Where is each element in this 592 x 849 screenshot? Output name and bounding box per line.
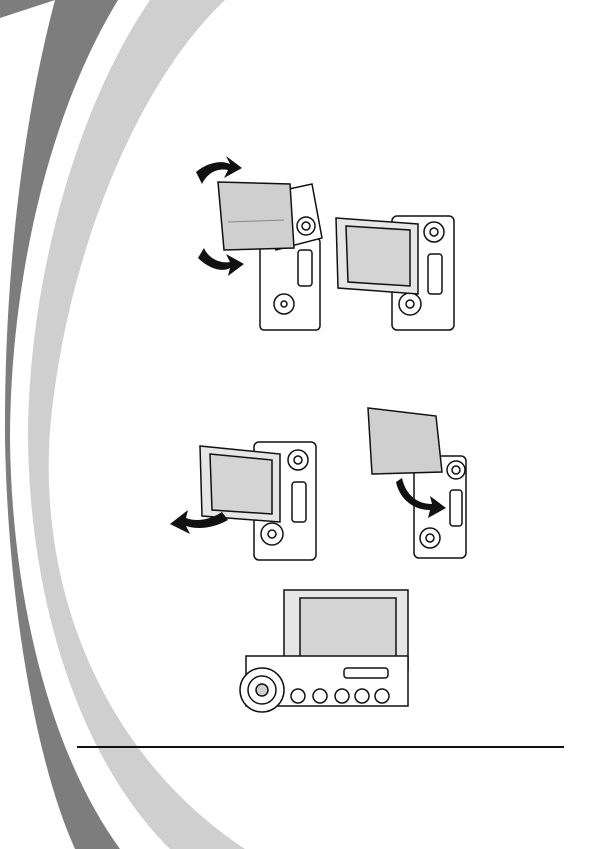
camcorder-rotate-arrows-icon bbox=[188, 154, 328, 334]
camcorder-swing-arrow-icon bbox=[168, 438, 318, 562]
footer-rule bbox=[77, 746, 564, 748]
arrow-down-icon bbox=[198, 248, 244, 276]
camcorder-front-view-icon bbox=[232, 586, 416, 716]
camcorder-open-lcd-icon bbox=[332, 208, 462, 332]
arrow-up-icon bbox=[196, 156, 242, 184]
camcorder-fold-arrow-icon bbox=[362, 404, 474, 560]
